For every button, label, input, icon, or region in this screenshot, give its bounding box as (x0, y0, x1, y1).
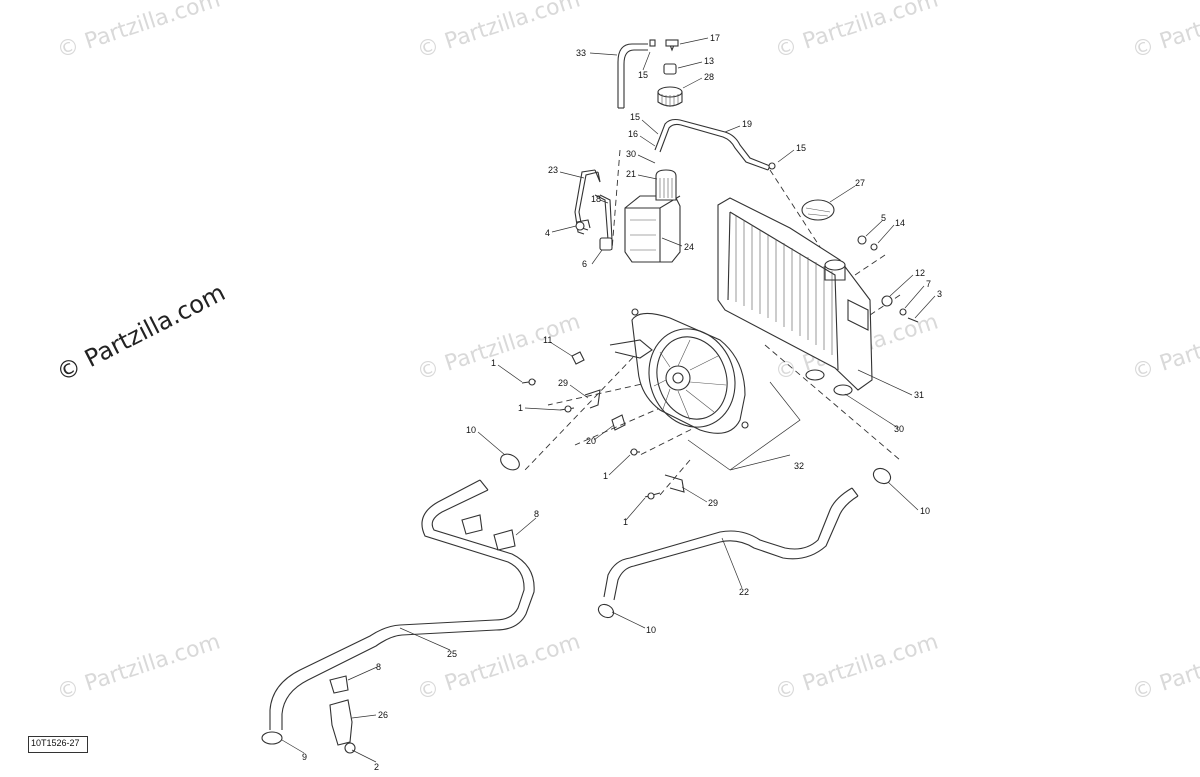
callout-label: 29 (708, 498, 718, 508)
callout-label: 33 (576, 48, 586, 58)
drawing-id-box (28, 736, 88, 753)
callout-label: 19 (742, 119, 752, 129)
callout-label: 15 (638, 70, 648, 80)
coolant-hose-long (269, 479, 535, 730)
watermark-text: © Partzilla.com (1129, 629, 1200, 705)
callout-label: 32 (794, 461, 804, 471)
callout-label: 23 (548, 165, 558, 175)
callout-label: 21 (626, 169, 636, 179)
callout-label: 4 (545, 228, 550, 238)
callout-label: 5 (881, 213, 886, 223)
callout-label: 8 (376, 662, 381, 672)
fan-hardware (521, 351, 685, 500)
callout-label: 1 (623, 517, 628, 527)
callout-label: 24 (684, 242, 694, 252)
callout-label: 30 (626, 149, 636, 159)
callout-label: 31 (914, 390, 924, 400)
watermark-text: © Partzilla.com (414, 0, 583, 64)
watermark-layer: © Partzilla.com © Partzilla.com © Partzi… (52, 0, 1200, 706)
radiator (717, 197, 873, 396)
callout-label: 11 (543, 335, 552, 345)
watermark-text: © Partzilla.com (1129, 309, 1200, 385)
callout-label: 2 (374, 762, 379, 772)
callout-label: 15 (630, 112, 640, 122)
reservoir-cap (649, 39, 683, 107)
callout-label: 8 (534, 509, 539, 519)
fan-assembly (609, 308, 749, 434)
callout-label: 25 (447, 649, 457, 659)
watermark-text: © Partzilla.com (54, 0, 223, 64)
overflow-hose (617, 43, 648, 109)
callout-label: 12 (915, 268, 925, 278)
vent-hose (654, 118, 771, 171)
hose-bracket (329, 699, 356, 754)
reservoir-bracket (574, 169, 613, 241)
callout-label: 28 (704, 72, 714, 82)
callout-label: 18 (591, 194, 601, 204)
hose-clamps (261, 453, 892, 745)
callout-label: 29 (558, 378, 568, 388)
callout-label: 27 (855, 178, 865, 188)
callout-label: 7 (926, 279, 931, 289)
callout-label: 20 (586, 436, 596, 446)
callout-label: 3 (937, 289, 942, 299)
lower-radiator-hose (603, 487, 859, 601)
watermark-text: © Partzilla.com (54, 629, 223, 705)
radiator-hardware (768, 162, 919, 323)
callout-label: 1 (603, 471, 608, 481)
watermark-prominent: © Partzilla.com (52, 278, 230, 387)
callout-label: 10 (466, 425, 476, 435)
hose-clips (329, 514, 516, 694)
watermark-text: © Partzilla.com (772, 0, 941, 64)
callout-label: 6 (582, 259, 587, 269)
callout-label: 1 (518, 403, 523, 413)
callout-label: 16 (628, 129, 638, 139)
callout-label: 26 (378, 710, 388, 720)
watermark-text: © Partzilla.com (772, 629, 941, 705)
watermark-text: © Partzilla.com (414, 309, 583, 385)
callout-label: 30 (894, 424, 904, 434)
callout-label: 9 (302, 752, 307, 762)
drawing-id: 10T1526-27 (31, 738, 80, 748)
watermark-text: © Partzilla.com (1129, 0, 1200, 64)
callout-label: 10 (646, 625, 656, 635)
callout-label: 13 (704, 56, 714, 66)
leader-lines (281, 37, 936, 763)
callout-label: 15 (796, 143, 806, 153)
callout-labels: 33 17 15 13 28 15 19 16 15 30 21 27 23 1… (302, 33, 942, 772)
watermark-text: © Partzilla.com (414, 629, 583, 705)
callout-label: 10 (920, 506, 930, 516)
coolant-reservoir (575, 169, 681, 263)
callout-label: 14 (895, 218, 905, 228)
callout-label: 22 (739, 587, 749, 597)
callout-label: 1 (491, 358, 496, 368)
callout-label: 17 (710, 33, 720, 43)
